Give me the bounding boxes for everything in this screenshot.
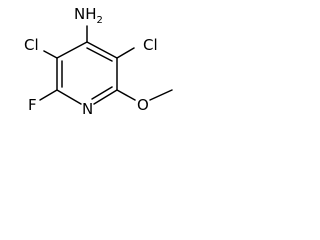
chloro-right-label: Cl [143,36,158,54]
bond-n1-c6-inner [91,86,113,100]
ring-nitrogen-label: N [82,100,93,118]
bond-c3-cl [43,50,58,59]
bond-c5-cl [116,47,135,59]
oxygen-label: O [137,96,149,114]
bond-c6-o [116,89,136,101]
bond-c5-c4 [86,41,118,59]
bond-o-ch3 [149,89,173,101]
bond-c5-c4-inner [86,47,113,62]
chemical-structure: NH2 Cl Cl F N O [24,5,173,118]
bond-c4-c3 [56,41,88,59]
chloro-left-label: Cl [24,36,39,54]
fluoro-label: F [28,96,37,114]
bond-c2-f [39,89,58,101]
amine-label: NH2 [74,5,103,26]
bond-c2-n1 [56,89,82,105]
bond-n1-c6 [93,89,118,105]
